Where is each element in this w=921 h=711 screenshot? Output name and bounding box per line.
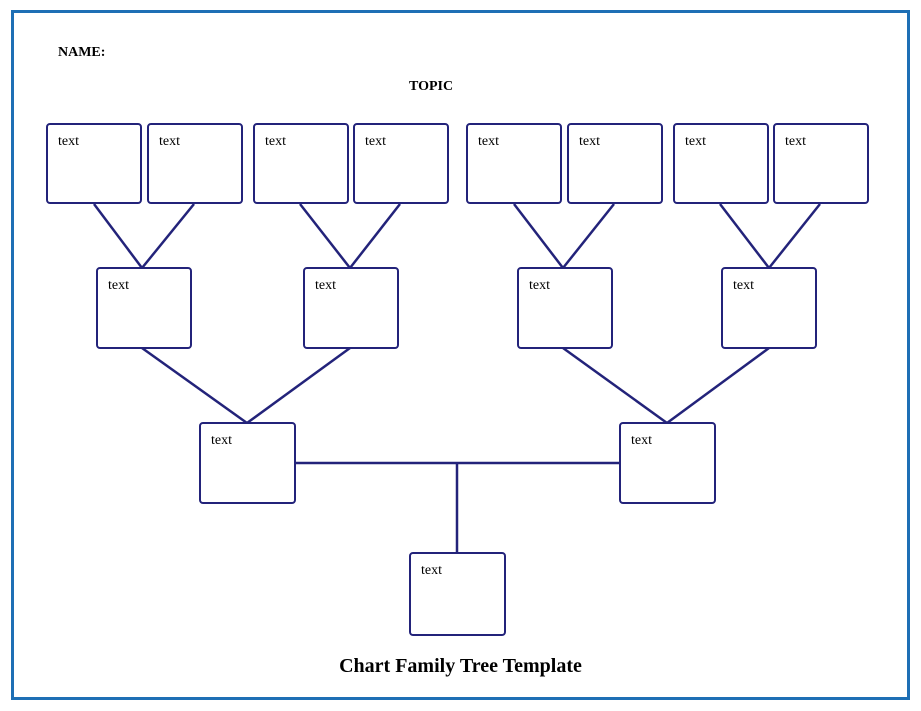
connector-line: [93, 203, 143, 269]
box-text: text: [159, 134, 180, 149]
box-text: text: [211, 433, 232, 448]
ggp-box[interactable]: text: [147, 123, 243, 204]
grandparent-box[interactable]: text: [721, 267, 817, 349]
connector-line: [768, 203, 821, 269]
grandparent-box[interactable]: text: [517, 267, 613, 349]
root-box[interactable]: text: [409, 552, 506, 636]
parent-box[interactable]: text: [619, 422, 716, 504]
connector-line: [562, 203, 615, 269]
box-text: text: [365, 134, 386, 149]
box-text: text: [58, 134, 79, 149]
ggp-box[interactable]: text: [567, 123, 663, 204]
topic-label: TOPIC: [409, 79, 454, 94]
ggp-box[interactable]: text: [466, 123, 562, 204]
box-text: text: [579, 134, 600, 149]
connector-line: [299, 203, 351, 269]
connector-line: [562, 346, 668, 425]
ggp-box[interactable]: text: [353, 123, 449, 204]
connector-line: [141, 203, 195, 269]
ggp-box[interactable]: text: [773, 123, 869, 204]
connector-line: [246, 346, 351, 425]
ggp-box[interactable]: text: [46, 123, 142, 204]
box-text: text: [785, 134, 806, 149]
connector-line: [349, 203, 401, 269]
connector-line: [141, 346, 248, 425]
ggp-box[interactable]: text: [673, 123, 769, 204]
parent-box[interactable]: text: [199, 422, 296, 504]
box-text: text: [421, 563, 442, 578]
box-text: text: [631, 433, 652, 448]
box-text: text: [315, 278, 336, 293]
connector-line: [666, 346, 770, 425]
box-text: text: [733, 278, 754, 293]
box-text: text: [478, 134, 499, 149]
box-text: text: [685, 134, 706, 149]
template-title: Chart Family Tree Template: [339, 655, 582, 677]
grandparent-box[interactable]: text: [96, 267, 192, 349]
connector-line: [719, 203, 770, 269]
connector-line: [513, 203, 564, 269]
name-label: NAME:: [58, 45, 106, 60]
box-text: text: [529, 278, 550, 293]
ggp-box[interactable]: text: [253, 123, 349, 204]
box-text: text: [108, 278, 129, 293]
box-text: text: [265, 134, 286, 149]
grandparent-box[interactable]: text: [303, 267, 399, 349]
